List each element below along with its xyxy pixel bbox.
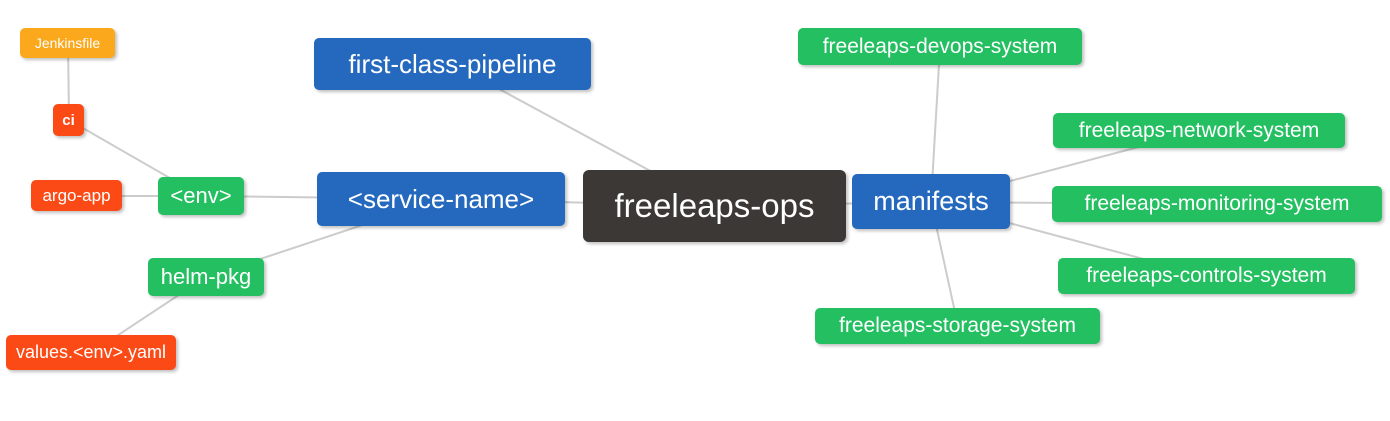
node-freeleaps-controls-system[interactable]: freeleaps-controls-system [1058,258,1355,294]
node-freeleaps-storage-system[interactable]: freeleaps-storage-system [815,308,1100,344]
node-helm-pkg[interactable]: helm-pkg [148,258,264,296]
node-manifests[interactable]: manifests [852,174,1010,229]
node-freeleaps-monitoring-system[interactable]: freeleaps-monitoring-system [1052,186,1382,222]
node-service-name[interactable]: <service-name> [317,172,565,226]
node-freeleaps-network-system[interactable]: freeleaps-network-system [1053,113,1345,148]
node-argo-app[interactable]: argo-app [31,180,122,211]
node-env[interactable]: <env> [158,177,244,215]
node-first-class-pipeline[interactable]: first-class-pipeline [314,38,591,90]
node-freeleaps-ops-root[interactable]: freeleaps-ops [583,170,846,242]
node-jenkinsfile[interactable]: Jenkinsfile [20,28,115,58]
node-values-env-yaml[interactable]: values.<env>.yaml [6,335,176,370]
node-ci[interactable]: ci [53,104,84,136]
node-freeleaps-devops-system[interactable]: freeleaps-devops-system [798,28,1082,65]
